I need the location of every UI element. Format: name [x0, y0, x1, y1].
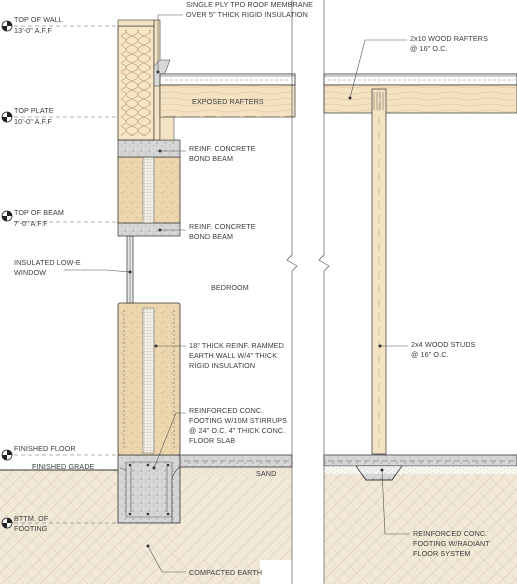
callout-line: REINF. CONCRETE: [189, 222, 256, 231]
level-elevation: 7'-0" A.F.F: [14, 219, 48, 228]
label-finished-grade: FINISHED GRADE: [32, 462, 95, 471]
level-marker-finished-floor: FINISHED FLOOR: [1, 444, 76, 461]
roof-assembly: [159, 73, 517, 118]
footing-left: [117, 454, 293, 524]
callout-line: FOOTING W/RADIANT: [413, 539, 490, 548]
bond-beam-lower: [117, 221, 181, 237]
callout-line: FLOOR SYSTEM: [413, 549, 471, 558]
level-lines: [14, 25, 118, 524]
callout-line: 18" THICK REINF. RAMMED: [189, 341, 284, 350]
callout-wood-studs: 2x4 WOOD STUDS @ 16" O.C.: [411, 340, 476, 359]
callout-bond-beam-2: REINF. CONCRETE BOND BEAM: [189, 222, 256, 241]
leader-lines: [64, 14, 410, 573]
leader-dots: [128, 70, 384, 548]
label-bedroom: BEDROOM: [211, 283, 249, 292]
callout-line: REINFORCED CONC.: [189, 406, 263, 415]
label-sand: SAND: [256, 469, 276, 478]
level-name: TOP PLATE: [14, 106, 54, 115]
label-exposed-rafters: EXPOSED RAFTERS: [192, 97, 264, 106]
rammed-earth-wall-lower: [117, 302, 181, 456]
level-elevation: 13'-0" A.F.F: [14, 26, 52, 35]
datum-symbol-icon: [1, 20, 13, 32]
wood-stud-wall: [371, 88, 387, 455]
upper-wall-framing: [117, 19, 175, 141]
callout-footing: REINFORCED CONC. FOOTING W/10M STIRRUPS …: [189, 406, 287, 445]
datum-symbol-icon: [1, 210, 13, 222]
callout-line: REINFORCED CONC.: [413, 529, 487, 538]
bond-beam-upper: [117, 139, 181, 158]
callout-roof: SINGLE PLY TPO ROOF MEMBRANE OVER 5" THI…: [186, 0, 313, 19]
callout-line: BOND BEAM: [189, 154, 233, 163]
datum-symbol-icon: [1, 449, 13, 461]
callout-window: INSULATED LOW-E WINDOW: [14, 258, 81, 277]
callout-line: @ 16" O.C.: [411, 350, 449, 359]
callout-line: EARTH WALL W/4" THICK: [189, 351, 277, 360]
level-name: FINISHED FLOOR: [14, 444, 76, 453]
rammed-earth-wall-middle: [117, 156, 181, 224]
callout-line: 2x10 WOOD RAFTERS: [410, 34, 488, 43]
level-name: TOP OF BEAM: [14, 208, 64, 217]
callout-line: INSULATED LOW-E: [14, 258, 81, 267]
radiant-slab-right: [323, 454, 517, 481]
ground-section: [0, 466, 517, 584]
window-section: [126, 235, 134, 304]
callout-line: @ 24" O.C. 4" THICK CONC.: [189, 426, 285, 435]
callout-rammed-earth-wall: 18" THICK REINF. RAMMED EARTH WALL W/4" …: [189, 341, 284, 370]
callout-rafters: 2x10 WOOD RAFTERS @ 16" O.C.: [410, 34, 488, 53]
callout-bond-beam-1: REINF. CONCRETE BOND BEAM: [189, 144, 256, 163]
callout-line: FOOTING W/10M STIRRUPS: [189, 416, 287, 425]
label-compacted-earth: COMPACTED EARTH: [189, 568, 262, 577]
callout-line: BOND BEAM: [189, 232, 233, 241]
level-marker-bottom-of-footing: BTTM. OF FOOTING: [1, 514, 49, 533]
callout-line: @ 16" O.C.: [410, 44, 448, 53]
level-name: BTTM. OF: [14, 514, 49, 523]
callout-radiant-footing: REINFORCED CONC. FOOTING W/RADIANT FLOOR…: [413, 529, 490, 558]
level-marker-top-of-wall: TOP OF WALL 13'-0" A.F.F: [1, 15, 63, 35]
level-marker-top-plate: TOP PLATE 10'-0" A.F.F: [1, 106, 54, 126]
callout-line: OVER 5" THICK RIGID INSULATION: [186, 10, 308, 19]
callout-line: FLOOR SLAB: [189, 436, 235, 445]
datum-symbol-icon: [1, 111, 13, 123]
callout-line: RIGID INSULATION: [189, 361, 255, 370]
callout-line: WINDOW: [14, 268, 46, 277]
callout-line: 2x4 WOOD STUDS: [411, 340, 476, 349]
callout-line: REINF. CONCRETE: [189, 144, 256, 153]
level-elevation: 10'-0" A.F.F: [14, 117, 52, 126]
break-lines: [286, 0, 330, 584]
level-elevation: FOOTING: [14, 524, 48, 533]
level-marker-top-of-beam: TOP OF BEAM 7'-0" A.F.F: [1, 208, 64, 228]
datum-symbol-icon: [1, 517, 13, 529]
level-name: TOP OF WALL: [14, 15, 63, 24]
callout-line: SINGLE PLY TPO ROOF MEMBRANE: [186, 0, 313, 9]
